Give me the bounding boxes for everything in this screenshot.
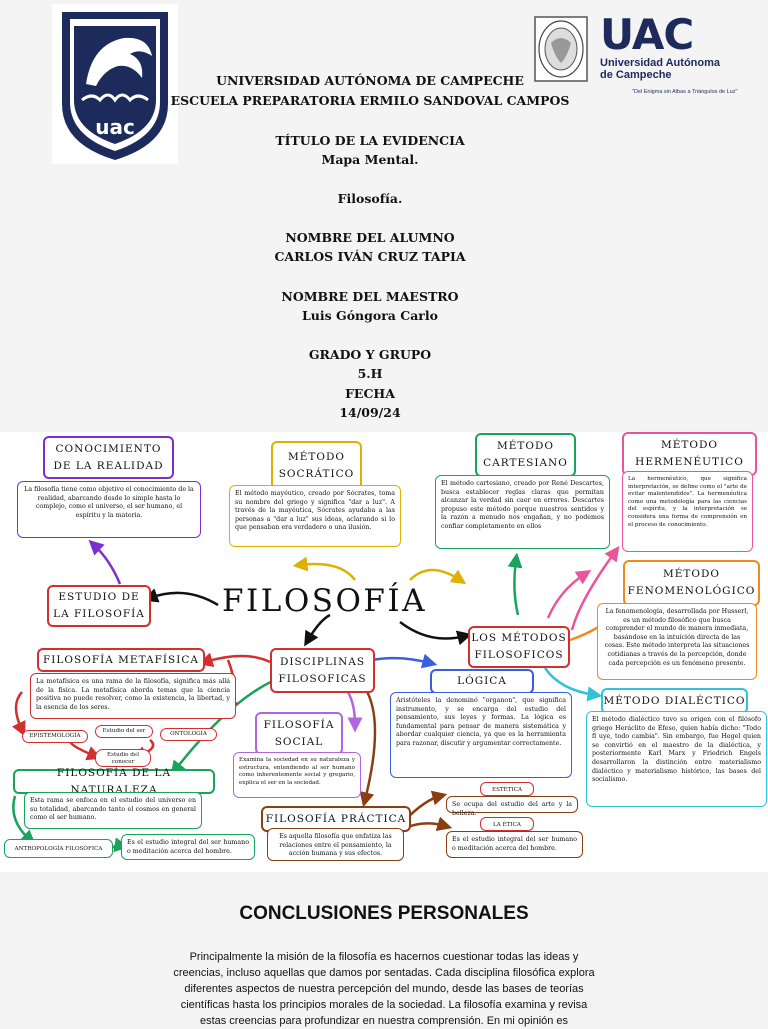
dialectico-text: El método dialéctico tuvo su origen con … [586,711,767,807]
metodos-title: LOS MÉTODOS FILOSOFICOS [468,626,570,668]
conocimiento-title: CONOCIMIENTO DE LA REALIDAD [43,436,174,479]
student-name: CARLOS IVÁN CRUZ TAPIA [274,249,466,264]
metafisica-text: La metafísica es una rama de la filosofí… [30,673,236,719]
evidence-value: Mapa Mental. [321,152,419,167]
etica-text: Es el estudio integral del ser humano o … [446,831,583,858]
center-topic: FILOSOFÍA [222,583,428,619]
logica-text: Aristóteles la denominó "organon", que s… [390,692,572,778]
evidence-label: TÍTULO DE LA EVIDENCIA [275,133,465,148]
group-value: 5.H [357,366,383,381]
dialectico-title: MÉTODO DIALÉCTICO [601,688,748,714]
conclusions-text: Principalmente la misión de la filosofía… [173,951,595,1027]
subject: Filosofía. [337,191,403,206]
estudio-ser-pill: Estudio del ser [95,725,153,738]
naturaleza-text: Esta rama se enfoca en el estudio del un… [24,792,202,829]
conocimiento-text: La filosofía tiene como objetivo el cono… [17,481,201,538]
estetica-text: Se ocupa del estudio del arte y la belle… [446,796,578,817]
social-title: FILOSOFÍA SOCIAL [255,712,343,755]
date-label: FECHA [345,386,395,401]
socratico-title: MÉTODO SOCRÁTICO [271,441,362,490]
school-name: ESCUELA PREPARATORIA ERMILO SANDOVAL CAM… [170,93,570,108]
motto: "Del Enigma sin Albas a Triángulos de Lu… [632,89,738,95]
university-name: UNIVERSIDAD AUTÓNOMA DE CAMPECHE [216,73,524,88]
antropologia-text: Es el estudio integral del ser humano o … [121,834,255,860]
group-label: GRADO Y GRUPO [308,347,432,362]
cartesiano-title: MÉTODO CARTESIANO [475,433,576,477]
practica-text: Es aquella filosofía que enfatiza las re… [267,828,404,861]
conclusions-section [0,872,768,1024]
etica-pill: LA ÉTICA [480,817,534,831]
fenomenologico-title: MÉTODO FENOMENOLÓGICO [623,560,760,606]
fenomenologico-text: La fenomenología, desarrollada por Husse… [597,603,757,680]
date-value: 14/09/24 [339,405,401,420]
disciplinas-title: DISCIPLINAS FILOSOFICAS [270,648,375,693]
cartesiano-text: El método cartesiano, creado por René De… [435,475,610,549]
university-seal-logo [533,15,589,83]
naturaleza-title: FILOSOFÍA DE LA NATURALEZA [13,767,215,796]
antropologia-pill: ANTROPOLOGÍA FILOSÓFICA [4,839,113,858]
hermeneutico-title: MÉTODO HERMENÉUTICO [622,432,757,476]
socratico-text: El método mayéutico, creado por Sócrates… [229,485,401,547]
conclusions-title: CONCLUSIONES PERSONALES [239,903,529,924]
estudio-conocer-pill: Estudio del conocer [95,749,151,767]
svg-text:uac: uac [95,115,135,139]
ontologia-pill: ONTOLOGÍA [160,728,217,741]
social-text: Examina la sociedad en su naturaleza y e… [233,752,361,798]
uac-shield-logo: uac [52,4,178,164]
estudio-title: ESTUDIO DE LA FILOSOFÍA [47,585,151,627]
hermeneutico-text: La hermenéutico, que significa interpret… [622,471,753,552]
estetica-pill: ESTÉTICA [480,782,534,796]
uac-brand-logo: UAC Universidad Autónoma de Campeche [600,10,720,82]
logica-title: LÓGICA [430,669,534,694]
metafisica-title: FILOSOFÍA METAFÍSICA [37,648,205,672]
teacher-label: NOMBRE DEL MAESTRO [281,289,459,304]
teacher-name: Luis Góngora Carlo [302,308,438,323]
epistemologia-pill: EPISTEMOLOGÍA [22,730,88,743]
student-label: NOMBRE DEL ALUMNO [285,230,455,245]
